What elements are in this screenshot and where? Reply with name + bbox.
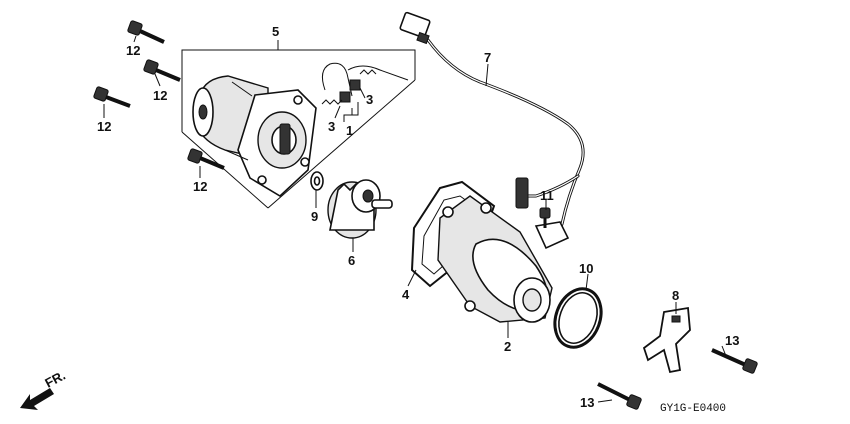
part-labels: 5 12 12 12 12 3 3 1 7 9 6 11 4 10 2 8 13… [97, 24, 739, 410]
brush-set [321, 62, 409, 105]
label-part-9: 9 [311, 209, 318, 224]
bracket-8 [642, 306, 691, 374]
bolt-11 [539, 207, 551, 228]
bolt-12-left [93, 86, 131, 108]
label-part-1: 1 [346, 123, 353, 138]
label-part-13-bottom: 13 [580, 395, 594, 410]
front-arrow-icon [20, 388, 54, 410]
label-part-7: 7 [484, 50, 491, 65]
wire-harness-7 [399, 11, 585, 250]
label-part-2: 2 [504, 339, 511, 354]
label-part-5: 5 [272, 24, 279, 39]
label-part-10: 10 [579, 261, 593, 276]
label-part-12-low: 12 [193, 179, 207, 194]
label-part-6: 6 [348, 253, 355, 268]
diagram-code: GY1G-E0400 [660, 403, 726, 415]
o-ring-10 [553, 287, 603, 349]
washer-9 [310, 171, 324, 191]
front-marker: FR. [42, 368, 68, 391]
assembly-bracket-5 [181, 40, 416, 209]
label-part-12-top: 12 [126, 43, 140, 58]
label-part-12-left: 12 [97, 119, 111, 134]
label-part-4: 4 [402, 287, 410, 302]
bolt-12-low [187, 148, 225, 170]
bolt-13-right [711, 348, 758, 374]
starter-motor [192, 75, 317, 197]
label-part-11: 11 [540, 188, 554, 203]
bolt-12-mid [143, 59, 181, 82]
label-part-3-right: 3 [366, 92, 373, 107]
starter-drive-6 [327, 179, 393, 239]
bolt-13-bottom [597, 382, 642, 410]
gear-housing-2 [437, 195, 553, 323]
label-part-12-mid: 12 [153, 88, 167, 103]
label-part-3-left: 3 [328, 119, 335, 134]
bolt-12-top [127, 20, 165, 44]
label-part-8: 8 [672, 288, 679, 303]
leader-lines [103, 35, 727, 403]
label-part-13-right: 13 [725, 333, 739, 348]
